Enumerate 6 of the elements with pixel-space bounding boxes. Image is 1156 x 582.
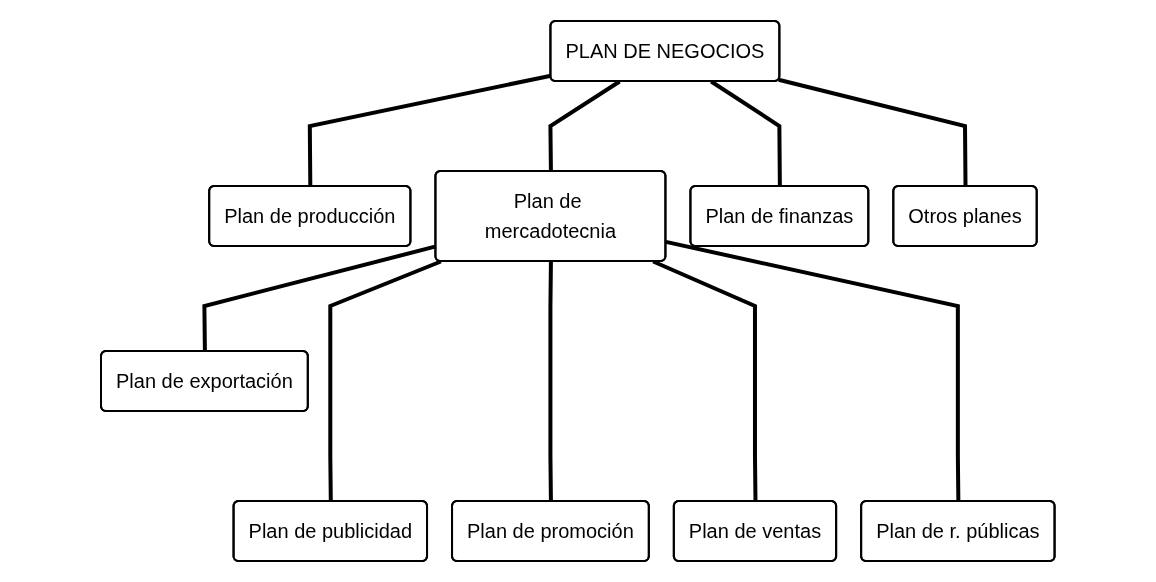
connector [652, 259, 758, 502]
connector [548, 261, 554, 502]
connector [778, 77, 968, 187]
connector [665, 239, 961, 502]
connector [328, 259, 442, 502]
connector [308, 73, 552, 187]
